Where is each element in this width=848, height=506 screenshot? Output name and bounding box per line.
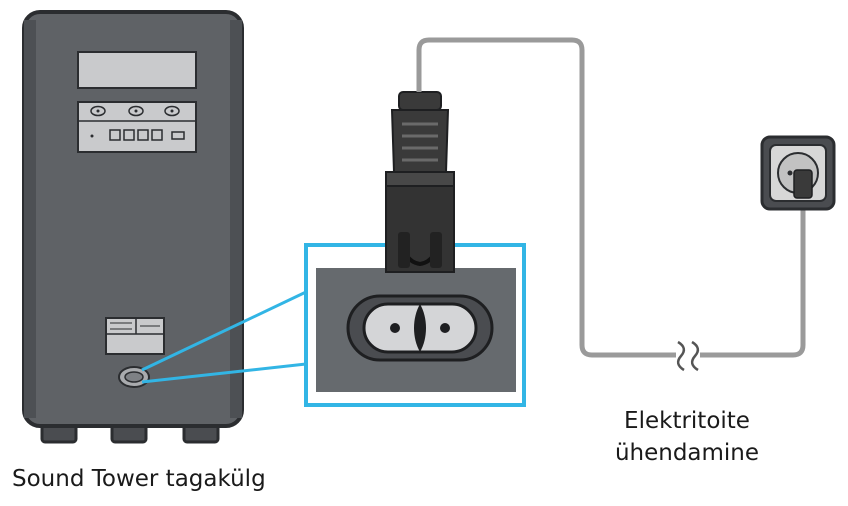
power-cable xyxy=(416,37,806,372)
connection-caption-line1: Elektritoite xyxy=(624,408,750,434)
inlet-zoom-view xyxy=(304,243,526,407)
wall-outlet xyxy=(760,135,836,211)
tower-rating-label xyxy=(105,317,165,355)
tower-control-panel xyxy=(77,101,197,153)
port-icon xyxy=(137,129,149,141)
port-icon xyxy=(151,129,163,141)
control-knob-icon xyxy=(164,105,180,117)
port-icon xyxy=(109,129,121,141)
power-plug xyxy=(385,91,455,273)
connection-caption-line2: ühendamine xyxy=(614,440,760,466)
device-caption: Sound Tower tagakülg xyxy=(12,466,266,492)
tower-power-inlet xyxy=(118,366,150,388)
control-knob-icon xyxy=(90,105,106,117)
cable-break-icon xyxy=(676,340,700,372)
tower-display-panel xyxy=(77,51,197,89)
tower-side-right xyxy=(230,20,242,418)
port-icon xyxy=(123,129,135,141)
wall-plug-head xyxy=(793,169,813,199)
connection-caption: Elektritoite ühendamine xyxy=(612,405,762,469)
zoom-callout-lines xyxy=(141,290,307,384)
port-icon xyxy=(171,131,185,140)
tower-side-left xyxy=(24,20,36,418)
sound-tower-rear xyxy=(22,10,244,444)
control-knob-icon xyxy=(128,105,144,117)
